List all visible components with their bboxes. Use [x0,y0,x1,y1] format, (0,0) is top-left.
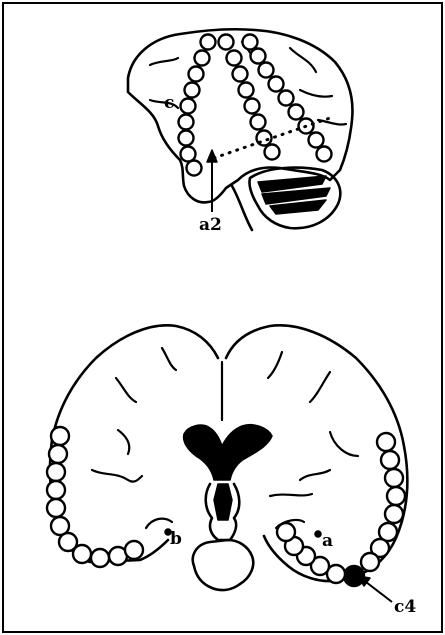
coronal-sulcus-8 [330,432,358,456]
coronal-sulcus-3 [268,352,282,378]
label-c4: c4 [394,597,416,617]
label-c: c [164,93,174,113]
lateral-sulcus-1 [150,58,178,65]
coronal-sulcus-2 [162,348,176,370]
label-a2: a2 [199,215,222,235]
coronal-brainstem-outline [193,540,253,590]
electrode-strip-middle [219,35,280,160]
lateral-sulcus-4 [300,90,332,97]
coronal-sulcus-10 [146,519,172,528]
third-ventricle [214,484,232,520]
coronal-sulcus-7 [300,470,330,480]
coronal-sulcus-4 [310,372,330,402]
label-a: a [322,531,333,551]
brainstem-outline [232,186,252,230]
electrode-strip-posterior [243,35,332,162]
label-b: b [170,529,182,549]
bottom-panel-coronal-section: b a c4 [47,325,416,617]
right-electrode-chain [277,433,405,586]
coronal-sulcus-1 [116,378,136,402]
coronal-sulcus-9 [270,494,312,496]
marker-dot-a [315,531,321,537]
top-panel-lateral-brain: c a2 [128,29,352,235]
cerebellum-hatching [258,176,330,214]
lateral-ventricles [184,425,272,480]
coronal-sulcus-5 [92,470,142,482]
arrow-c4 [358,576,392,602]
lateral-sulcus-3 [290,48,316,72]
coronal-sulcus-6 [118,430,129,454]
